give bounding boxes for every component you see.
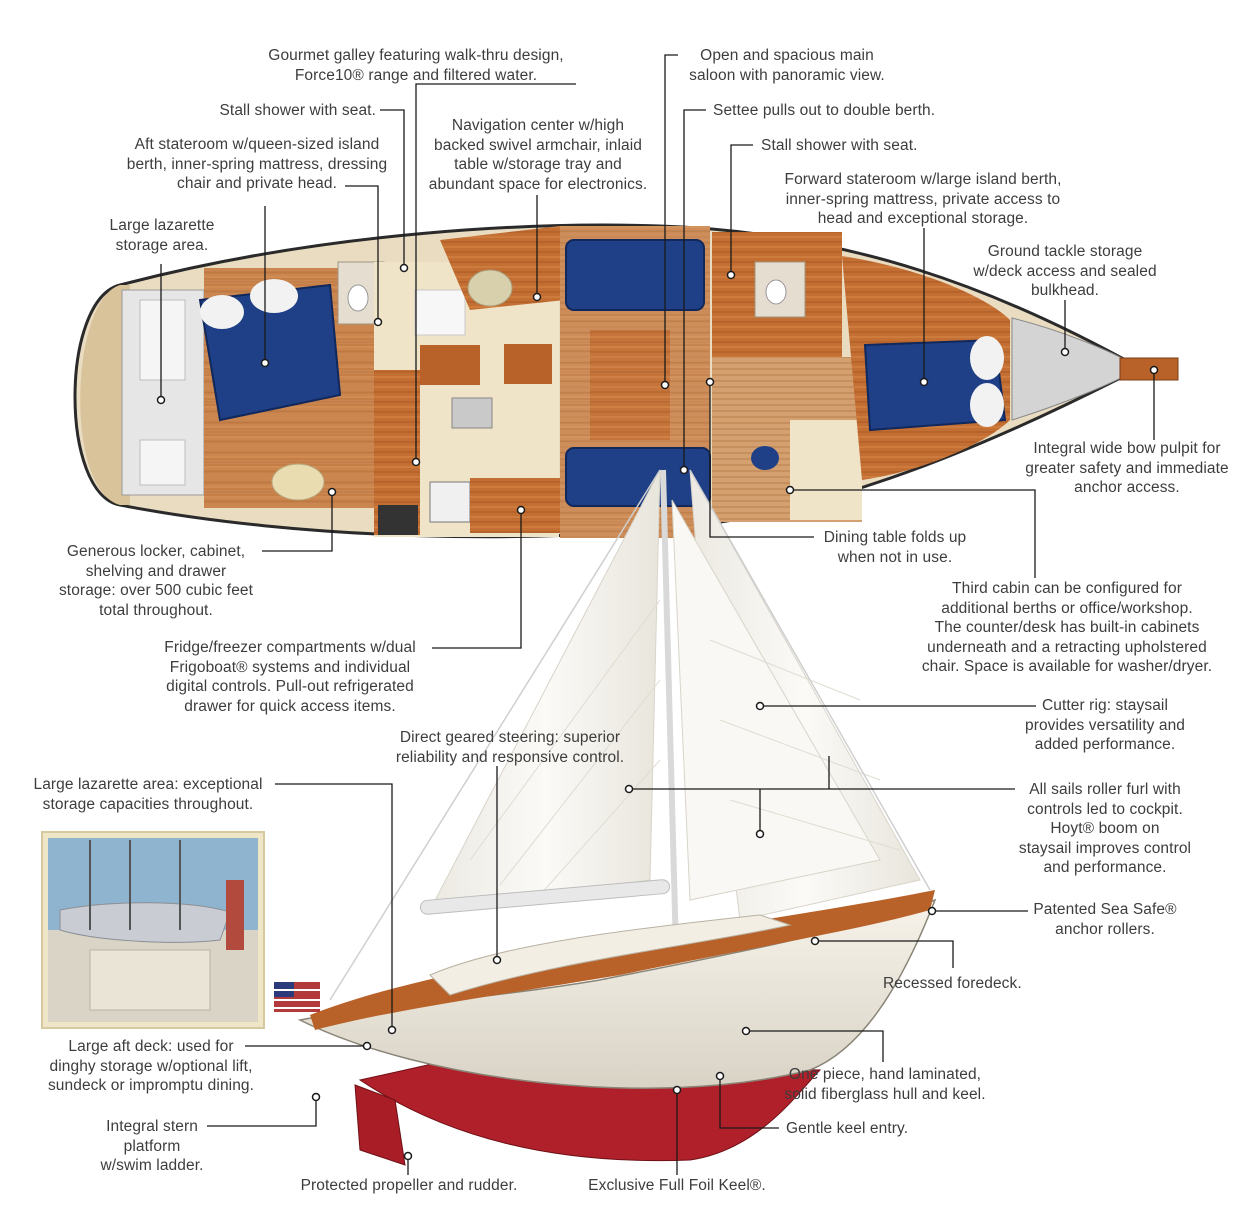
callout-dining-table: Dining table folds up when not in use. bbox=[823, 529, 967, 566]
callout-stall-shower-aft: Stall shower with seat. bbox=[219, 102, 376, 119]
backstay bbox=[329, 469, 661, 1001]
callout-stall-shower-fwd: Stall shower with seat. bbox=[761, 137, 918, 154]
callout-full-foil-keel: Exclusive Full Foil Keel®. bbox=[588, 1177, 766, 1194]
callout-steering: Direct geared steering: superior reliabi… bbox=[395, 729, 625, 766]
cabin-top bbox=[429, 914, 792, 996]
callout-bow-pulpit: Integral wide bow pulpit for greater saf… bbox=[1025, 440, 1229, 496]
callout-keel-entry: Gentle keel entry. bbox=[786, 1120, 909, 1137]
saloon-table bbox=[590, 330, 670, 440]
callout-hull: One piece, hand laminated, solid fibergl… bbox=[784, 1066, 986, 1103]
leader-dots bbox=[156, 263, 1159, 1161]
aft-chair bbox=[271, 463, 325, 501]
stern-deck bbox=[80, 285, 130, 505]
callout-settee: Settee pulls out to double berth. bbox=[713, 102, 936, 119]
staysail bbox=[671, 499, 881, 901]
callout-roller-furl: All sails roller furl with controls led … bbox=[1018, 781, 1192, 876]
callout-anchor-rollers: Patented Sea Safe® anchor rollers. bbox=[1033, 901, 1177, 938]
callout-third-cabin: Third cabin can be configured for additi… bbox=[921, 580, 1213, 675]
bow-pulpit bbox=[1119, 357, 1179, 381]
sail-panel-seams bbox=[469, 599, 901, 896]
callout-saloon: Open and spacious main saloon with panor… bbox=[689, 47, 885, 84]
callout-cutter-rig: Cutter rig: staysail provides versatilit… bbox=[1024, 697, 1186, 753]
sail-rig bbox=[329, 469, 931, 1001]
callout-lazarette-storage: Large lazarette storage area. bbox=[109, 217, 215, 254]
callout-nav-center: Navigation center w/high backed swivel a… bbox=[428, 117, 648, 193]
callout-stern-platform: Integral stern platform w/swim ladder. bbox=[100, 1118, 204, 1174]
dinghy-photo-inset bbox=[41, 831, 265, 1029]
callout-locker: Generous locker, cabinet, shelving and d… bbox=[58, 543, 254, 619]
mast bbox=[660, 469, 679, 951]
callout-aft-deck: Large aft deck: used for dinghy storage … bbox=[47, 1038, 255, 1094]
callout-propeller: Protected propeller and rudder. bbox=[300, 1177, 518, 1194]
callout-foredeck: Recessed foredeck. bbox=[883, 975, 1022, 992]
callout-galley: Gourmet galley featuring walk-thru desig… bbox=[268, 47, 564, 84]
interior-layout-plan bbox=[73, 223, 1179, 539]
callout-fridge: Fridge/freezer compartments w/dual Frigo… bbox=[164, 639, 416, 715]
rudder bbox=[354, 1084, 406, 1166]
leader-lines bbox=[160, 54, 1155, 1175]
settee-starboard bbox=[565, 239, 705, 311]
callout-forward-stateroom: Forward stateroom w/large island berth, … bbox=[784, 171, 1062, 227]
callout-ground-tackle: Ground tackle storage w/deck access and … bbox=[973, 243, 1157, 299]
forward-berth bbox=[863, 338, 1007, 432]
hull-profile bbox=[274, 890, 937, 1166]
hull-topsides bbox=[297, 898, 937, 1089]
settee-port bbox=[565, 447, 711, 507]
main-boom bbox=[419, 879, 671, 915]
callout-aft-stateroom: Aft stateroom w/queen-sized island berth… bbox=[126, 136, 388, 192]
nav-armchair bbox=[467, 269, 513, 307]
callout-lazarette-area: Large lazarette area: exceptional storag… bbox=[33, 776, 263, 813]
forestay bbox=[689, 469, 931, 891]
